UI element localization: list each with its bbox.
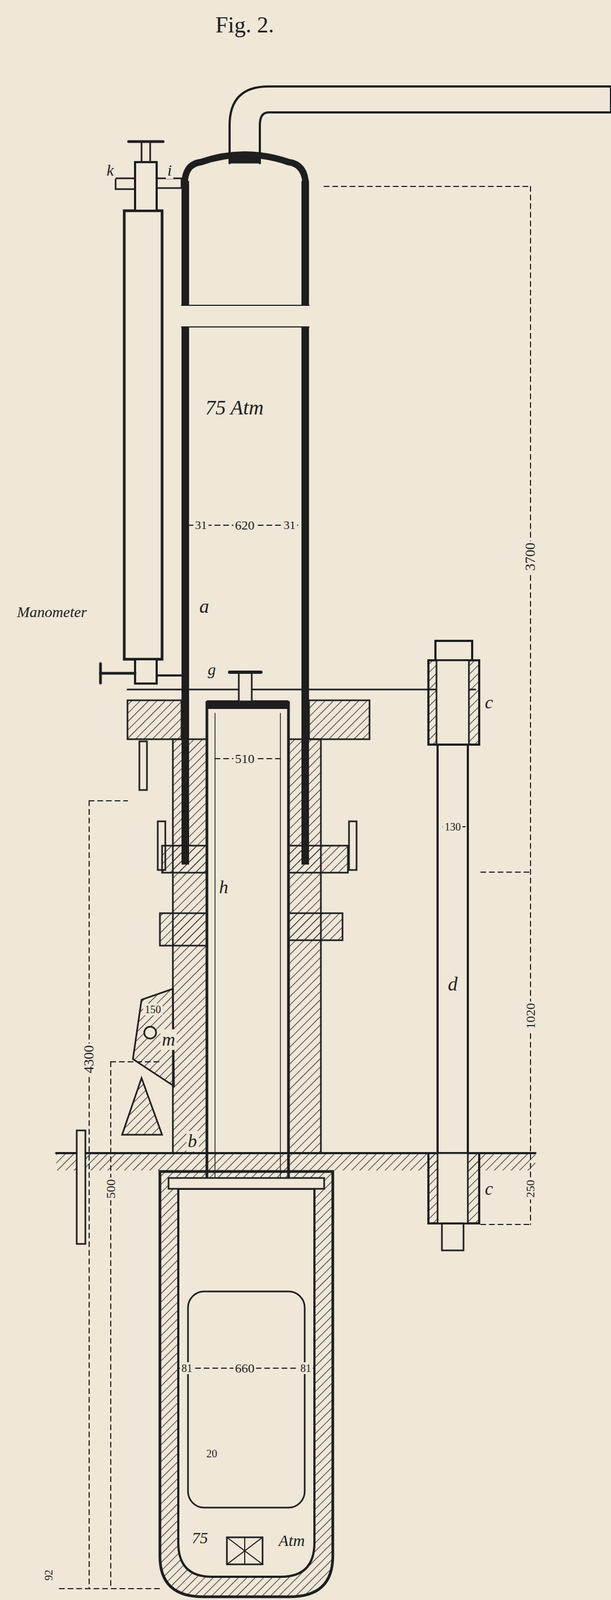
part-label: c [482,1178,495,1199]
dimension-value: 75 [190,1528,210,1547]
dimension-value: 150 [143,1003,163,1016]
dimension-value: 81 [179,1361,194,1374]
part-label: c [482,692,495,713]
dimension-value: 1020 [523,1001,538,1031]
part-label: Manometer [15,603,89,621]
part-label: i [165,160,174,179]
part-label: a [197,595,211,618]
part-label: b [186,1130,199,1151]
dimension-value: 130 [442,820,463,833]
part-label: h [217,876,231,897]
dimension-value: 31 [282,518,298,532]
dimension-value: 510 [233,751,257,766]
part-label: g [206,660,218,678]
part-label: k [104,160,116,179]
part-label: 75 Atm [203,396,266,420]
dimension-value: 4300 [81,1043,98,1075]
dimension-value: 31 [193,518,209,532]
dimension-value: 250 [524,1178,537,1200]
part-label: m [160,1029,178,1050]
dimension-value: 20 [204,1447,219,1460]
part-label: Atm [277,1531,307,1549]
dimension-value: 620 [233,518,257,533]
figure-title: Fig. 2. [215,11,275,38]
dimension-value: 660 [233,1360,257,1375]
dimension-value: 3700 [522,540,539,573]
dimension-value: 92 [42,1567,55,1582]
dimension-value: 500 [103,1177,118,1200]
part-label: d [446,973,460,996]
dimension-value: 81 [298,1361,313,1374]
